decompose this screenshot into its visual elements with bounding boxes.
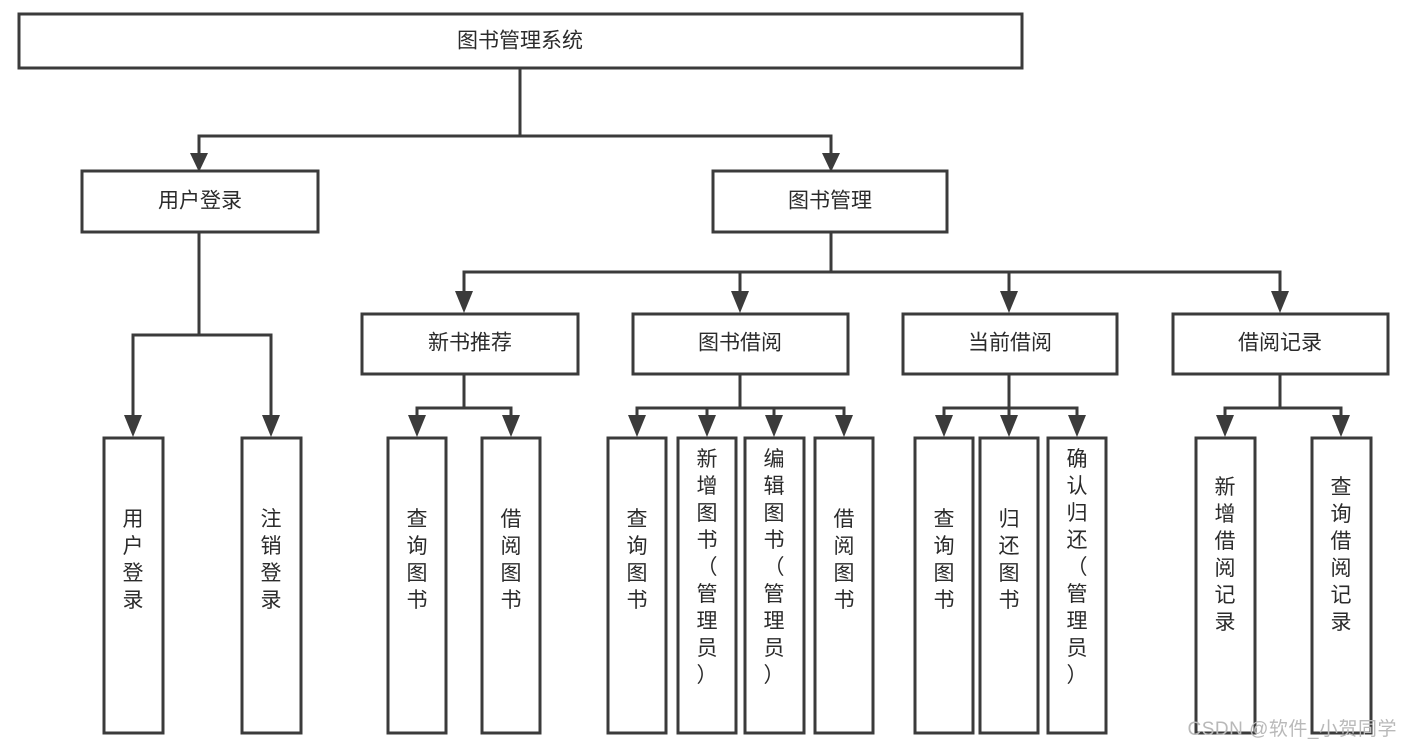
node-leaf-logout-login-label: 注销登录: [261, 508, 282, 612]
connector-group-root: [190, 66, 840, 172]
arrow-head-new-book-rec: [455, 291, 473, 313]
connector-group-new-book-rec: [408, 373, 520, 437]
node-leaf-query-book-2-label: 查询图书: [627, 508, 648, 612]
node-leaf-query-book-2-box[interactable]: [606, 436, 668, 735]
node-leaf-borrow-book-2[interactable]: 借阅图书: [813, 436, 875, 735]
node-leaf-return-book-box[interactable]: [978, 436, 1040, 735]
node-book-manage-box[interactable]: [711, 169, 949, 234]
node-leaf-user-login-label: 用户登录: [123, 508, 144, 612]
node-book-manage-label: 图书管理: [788, 190, 872, 213]
node-new-book-rec-label: 新书推荐: [428, 332, 512, 355]
arrow-head-borrow-record: [1271, 291, 1289, 313]
node-leaf-query-book-1-label: 查询图书: [407, 508, 428, 612]
node-leaf-query-book-3[interactable]: 查询图书: [913, 436, 975, 735]
arrow-head-leaf-logout-login: [262, 415, 280, 437]
node-leaf-query-borrow-record-box[interactable]: [1310, 436, 1373, 735]
node-leaf-user-login-box[interactable]: [102, 436, 165, 735]
node-leaf-borrow-book-1-label: 借阅图书: [501, 508, 522, 612]
node-root[interactable]: 图书管理系统: [17, 12, 1024, 70]
node-leaf-user-login[interactable]: 用户登录: [102, 436, 165, 735]
node-root-label: 图书管理系统: [457, 30, 583, 53]
node-leaf-query-book-3-box[interactable]: [913, 436, 975, 735]
arrow-head-book-borrow: [731, 291, 749, 313]
node-book-borrow-label: 图书借阅: [698, 332, 782, 355]
node-leaf-return-book[interactable]: 归还图书: [978, 436, 1040, 735]
arrow-head-leaf-query-borrow-record: [1332, 415, 1350, 437]
node-leaf-logout-login[interactable]: 注销登录: [240, 436, 303, 735]
node-leaf-borrow-book-1[interactable]: 借阅图书: [480, 436, 542, 735]
node-leaf-edit-book-admin-label: 编辑图书（管理员）: [764, 448, 785, 687]
arrow-head-leaf-add-book-admin: [698, 415, 716, 437]
node-book-borrow-box[interactable]: [631, 312, 850, 376]
node-leaf-borrow-book-2-box[interactable]: [813, 436, 875, 735]
node-leaf-add-book-admin-label: 新增图书（管理员）: [697, 448, 718, 687]
arrow-head-current-borrow: [1000, 291, 1018, 313]
arrow-head-leaf-query-book-3: [935, 415, 953, 437]
connector-group-book-manage: [455, 230, 1289, 313]
node-leaf-add-book-admin-box[interactable]: [676, 436, 738, 735]
node-leaf-confirm-return-admin-box[interactable]: [1046, 436, 1108, 735]
node-user-login-box[interactable]: [80, 169, 320, 234]
node-borrow-record[interactable]: 借阅记录: [1171, 312, 1390, 376]
node-leaf-confirm-return-admin-label: 确认归还（管理员）: [1067, 448, 1088, 687]
node-leaf-edit-book-admin[interactable]: 编辑图书（管理员）: [743, 436, 806, 735]
csdn-watermark: CSDN @软件_小贺同学: [1187, 719, 1397, 740]
node-leaf-confirm-return-admin[interactable]: 确认归还（管理员）: [1046, 436, 1108, 735]
node-borrow-record-box[interactable]: [1171, 312, 1390, 376]
arrow-head-leaf-confirm-return-admin: [1068, 415, 1086, 437]
arrow-head-leaf-borrow-book-2: [835, 415, 853, 437]
node-leaf-add-borrow-record-label: 新增借阅记录: [1215, 476, 1236, 634]
connector-group-user-login: [124, 230, 280, 437]
connector-group-book-borrow: [628, 373, 853, 437]
node-current-borrow-box[interactable]: [901, 312, 1119, 376]
node-current-borrow[interactable]: 当前借阅: [901, 312, 1119, 376]
node-leaf-query-borrow-record-label: 查询借阅记录: [1331, 476, 1352, 634]
node-book-borrow[interactable]: 图书借阅: [631, 312, 850, 376]
arrow-head-book-manage: [822, 153, 840, 172]
node-leaf-logout-login-box[interactable]: [240, 436, 303, 735]
node-new-book-rec[interactable]: 新书推荐: [360, 312, 580, 376]
node-leaf-query-book-1-box[interactable]: [386, 436, 448, 735]
arrow-head-leaf-query-book-2: [628, 415, 646, 437]
node-leaf-return-book-label: 归还图书: [999, 508, 1020, 612]
node-borrow-record-label: 借阅记录: [1238, 332, 1322, 355]
arrow-head-user-login: [190, 153, 208, 172]
connector-group-current-borrow: [935, 373, 1086, 437]
arrow-head-leaf-edit-book-admin: [765, 415, 783, 437]
node-leaf-query-book-3-label: 查询图书: [934, 508, 955, 612]
node-leaf-query-book-1[interactable]: 查询图书: [386, 436, 448, 735]
node-leaf-add-borrow-record-box[interactable]: [1194, 436, 1257, 735]
node-new-book-rec-box[interactable]: [360, 312, 580, 376]
node-leaf-edit-book-admin-box[interactable]: [743, 436, 806, 735]
arrow-head-leaf-query-book-1: [408, 415, 426, 437]
node-leaf-query-book-2[interactable]: 查询图书: [606, 436, 668, 735]
arrow-head-leaf-user-login: [124, 415, 142, 437]
node-book-manage[interactable]: 图书管理: [711, 169, 949, 234]
arrow-head-leaf-add-borrow-record: [1216, 415, 1234, 437]
node-root-box[interactable]: [17, 12, 1024, 70]
node-leaf-borrow-book-1-box[interactable]: [480, 436, 542, 735]
node-user-login[interactable]: 用户登录: [80, 169, 320, 234]
node-leaf-query-borrow-record[interactable]: 查询借阅记录: [1310, 436, 1373, 735]
arrow-head-leaf-return-book: [1000, 415, 1018, 437]
node-leaf-add-book-admin[interactable]: 新增图书（管理员）: [676, 436, 738, 735]
node-user-login-label: 用户登录: [158, 190, 242, 213]
connector-group-borrow-record: [1216, 373, 1350, 437]
node-current-borrow-label: 当前借阅: [968, 332, 1052, 355]
node-leaf-add-borrow-record[interactable]: 新增借阅记录: [1194, 436, 1257, 735]
node-leaf-borrow-book-2-label: 借阅图书: [834, 508, 855, 612]
arrow-head-leaf-borrow-book-1: [502, 415, 520, 437]
